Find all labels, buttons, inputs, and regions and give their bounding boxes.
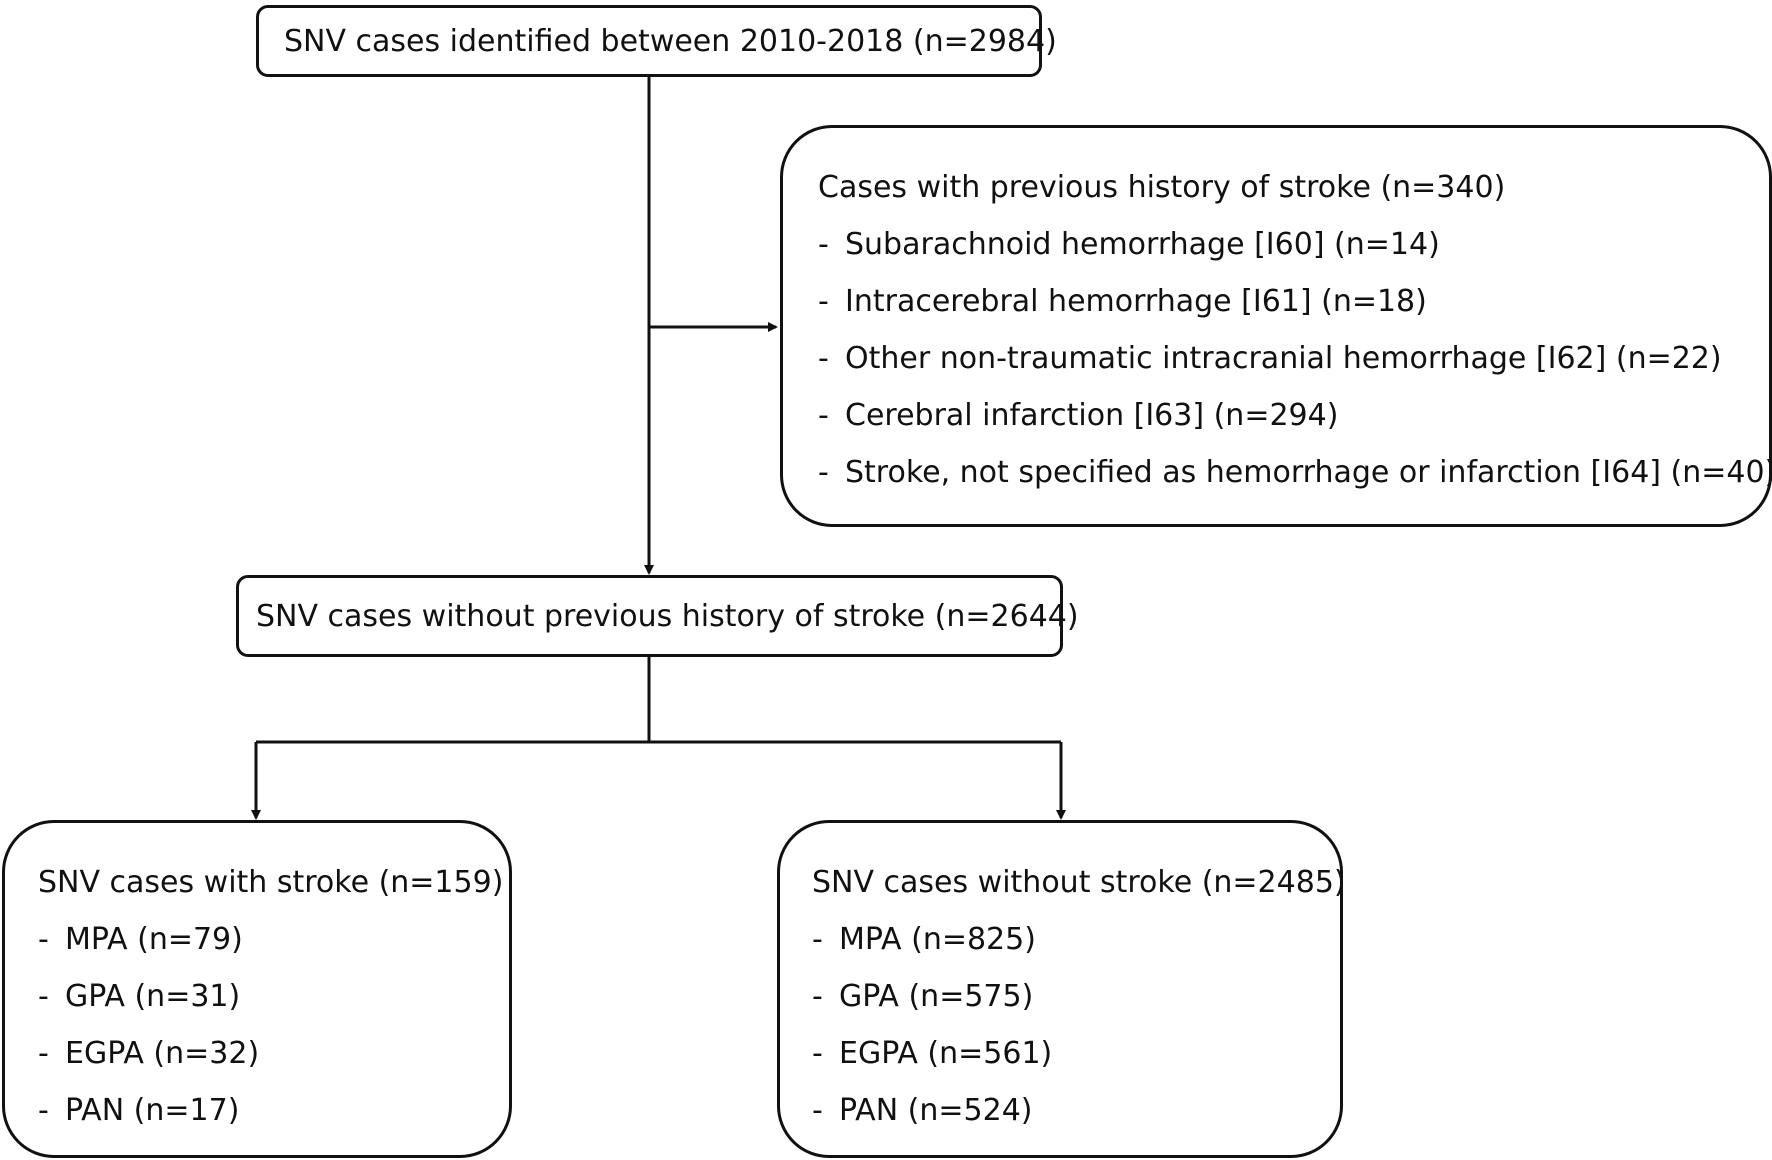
list-item: -Intracerebral hemorrhage [I61] (n=18): [818, 284, 1427, 319]
list-item: -PAN (n=17): [38, 1093, 240, 1128]
identified-cases-text: SNV cases identified between 2010-2018 (…: [284, 24, 1057, 59]
without-history-text: SNV cases without previous history of st…: [256, 599, 1079, 634]
list-item: -EGPA (n=32): [38, 1036, 260, 1071]
bullet-dash: -: [38, 1036, 49, 1071]
list-item: -Stroke, not specified as hemorrhage or …: [818, 455, 1772, 490]
bullet-dash: -: [818, 227, 829, 262]
bullet-dash: -: [38, 1093, 49, 1128]
list-item: -PAN (n=524): [812, 1093, 1033, 1128]
bullet-dash: -: [818, 341, 829, 376]
box-with-stroke: SNV cases with stroke (n=159) -MPA (n=79…: [2, 820, 512, 1158]
list-item: -Other non-traumatic intracranial hemorr…: [818, 341, 1722, 376]
without-stroke-title: SNV cases without stroke (n=2485): [812, 865, 1346, 900]
box-identified-cases: SNV cases identified between 2010-2018 (…: [256, 5, 1057, 77]
list-item: -MPA (n=79): [38, 922, 243, 957]
list-item: -Subarachnoid hemorrhage [I60] (n=14): [818, 227, 1440, 262]
with-stroke-title: SNV cases with stroke (n=159): [38, 865, 504, 900]
box-without-history: SNV cases without previous history of st…: [236, 575, 1079, 657]
list-item: -Cerebral infarction [I63] (n=294): [818, 398, 1339, 433]
list-item: -EGPA (n=561): [812, 1036, 1053, 1071]
bullet-dash: -: [818, 284, 829, 319]
bullet-dash: -: [38, 922, 49, 957]
list-item: -GPA (n=575): [812, 979, 1034, 1014]
bullet-dash: -: [818, 455, 829, 490]
bullet-dash: -: [818, 398, 829, 433]
bullet-dash: -: [812, 1036, 823, 1071]
bullet-dash: -: [812, 1093, 823, 1128]
list-item: -MPA (n=825): [812, 922, 1036, 957]
excluded-title: Cases with previous history of stroke (n…: [818, 170, 1506, 205]
box-excluded-stroke-history: Cases with previous history of stroke (n…: [780, 125, 1772, 527]
bullet-dash: -: [38, 979, 49, 1014]
bullet-dash: -: [812, 922, 823, 957]
list-item: -GPA (n=31): [38, 979, 241, 1014]
box-without-stroke: SNV cases without stroke (n=2485) -MPA (…: [777, 820, 1346, 1158]
bullet-dash: -: [812, 979, 823, 1014]
